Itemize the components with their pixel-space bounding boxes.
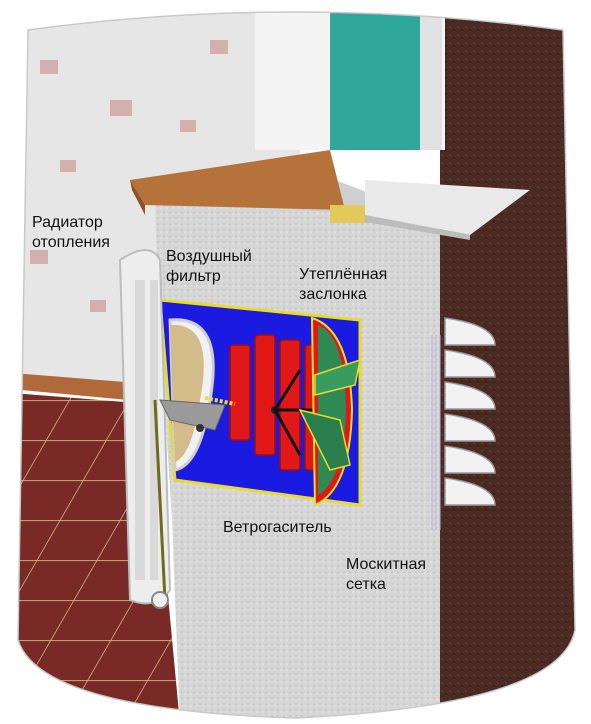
control-lever — [151, 396, 236, 609]
baseboard — [18, 372, 150, 402]
window-sill — [130, 150, 345, 210]
wallpaper-pattern — [30, 40, 228, 312]
window-glass — [330, 12, 420, 150]
capsule-outline — [17, 11, 576, 719]
radiator — [118, 249, 172, 605]
drip-sill — [365, 180, 530, 235]
external-grille — [444, 317, 496, 506]
mosquito-net — [431, 335, 441, 530]
label-wind-damper: Ветрогаситель — [223, 519, 332, 536]
air-filter — [168, 318, 215, 472]
insulated-damper — [298, 316, 361, 507]
